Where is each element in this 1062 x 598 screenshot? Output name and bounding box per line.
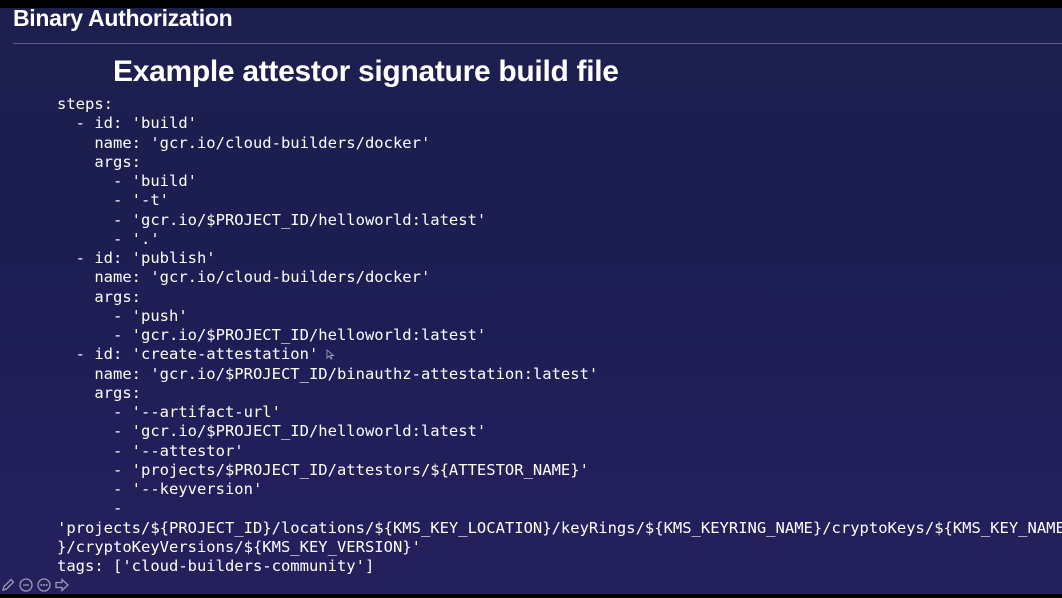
pen-icon[interactable] [0,577,16,593]
code-line: args: [57,287,141,306]
more-icon[interactable] [36,577,52,593]
code-line: - '-t' [57,191,169,210]
code-line: - 'build' [57,172,197,190]
code-line: - '--keyversion' [57,480,263,498]
code-line: }/cryptoKeyVersions/${KMS_KEY_VERSION}' [57,537,421,556]
code-line: - id: 'publish' [57,249,216,267]
code-line: args: [57,383,141,402]
header-divider [13,43,1062,44]
presentation-toolbar [0,576,70,594]
code-block: steps: - id: 'build' name: 'gcr.io/cloud… [57,95,1062,576]
code-line: - '--attestor' [57,441,244,460]
code-line: steps: [57,95,113,113]
zoom-icon[interactable] [18,577,34,593]
code-line: - '.' [57,229,160,248]
code-line: name: 'gcr.io/cloud-builders/docker' [57,268,431,287]
code-line: name: 'gcr.io/$PROJECT_ID/binauthz-attes… [57,364,599,383]
code-line: - 'gcr.io/$PROJECT_ID/helloworld:latest' [57,422,487,441]
code-line: - 'gcr.io/$PROJECT_ID/helloworld:latest' [57,326,487,344]
mouse-pointer-icon [326,349,335,360]
next-icon[interactable] [54,577,70,593]
slide-title: Example attestor signature build file [113,55,619,88]
slide: Binary Authorization Example attestor si… [0,8,1062,594]
code-line: 'projects/${PROJECT_ID}/locations/${KMS_… [57,518,1062,537]
code-line: name: 'gcr.io/cloud-builders/docker' [57,133,431,152]
code-line: - id: 'build' [57,114,197,133]
code-line: - 'push' [57,306,188,325]
header-title: Binary Authorization [13,8,233,31]
code-line: - [57,499,123,518]
code-line: - '--artifact-url' [57,403,281,421]
code-line: tags: ['cloud-builders-community'] [57,557,375,575]
code-line: - id: 'create-attestation' [57,345,319,364]
code-line: args: [57,152,141,171]
code-line: - 'gcr.io/$PROJECT_ID/helloworld:latest' [57,210,487,229]
code-line: - 'projects/$PROJECT_ID/attestors/${ATTE… [57,460,589,479]
